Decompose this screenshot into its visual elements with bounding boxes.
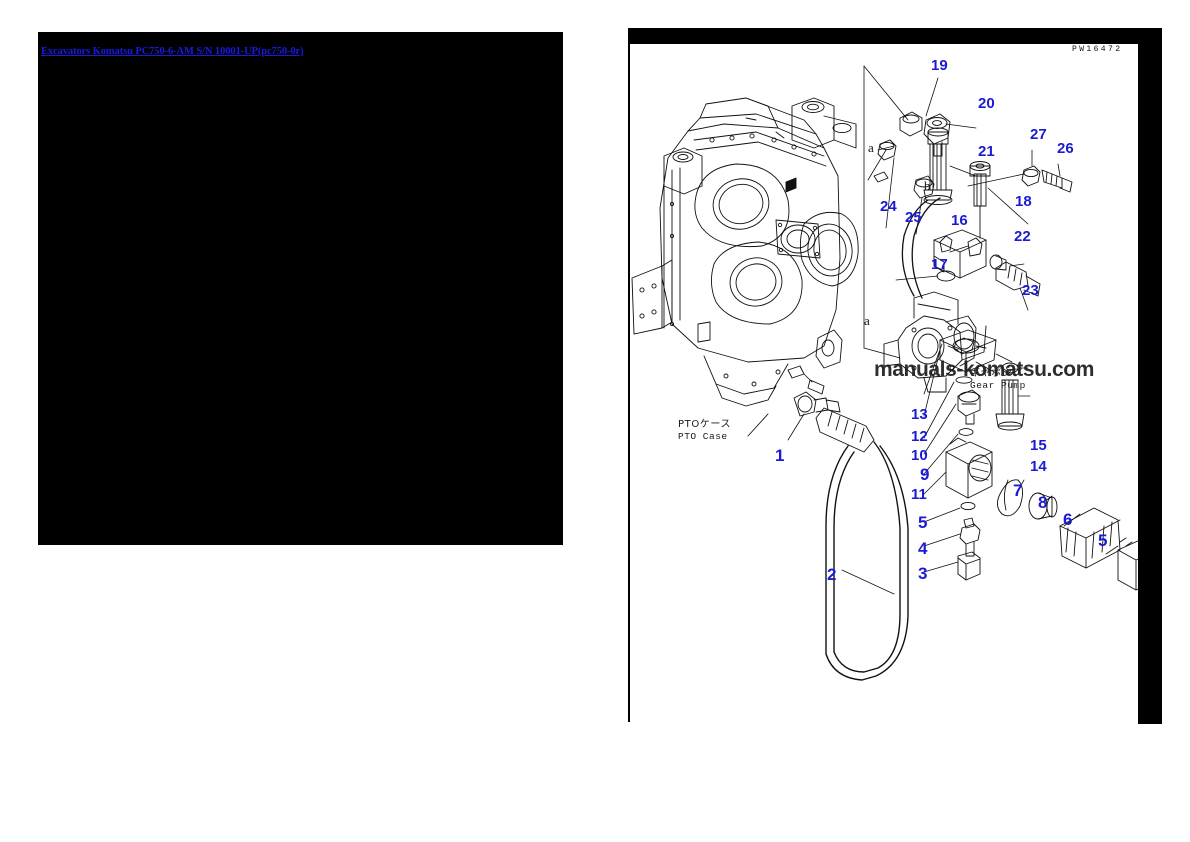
callout-number: 21 [978,143,995,160]
ref-letter-a-body: a [864,313,870,328]
gear-pump-label-jp: ギヤポンプ [970,368,1023,379]
callout-number: 12 [911,428,928,445]
gear-pump-graphic [883,291,987,393]
part-13-graphic [939,329,997,373]
callout-number: 15 [1030,437,1047,454]
callout-number: 19 [931,57,948,74]
part-8-graphic [1028,492,1058,520]
part-15-graphic [1001,362,1019,374]
part-9-oring-graphic [958,428,974,436]
callout-number: 2 [827,565,837,584]
part-22-graphic [989,254,1007,271]
callout-number: 20 [978,95,995,112]
part-2-hose-graphic [815,407,909,681]
part-14-bolt-graphic [995,379,1025,431]
callout-number: 16 [951,212,968,229]
ref-letter-a-left: a [868,140,874,155]
sheet-top-band [628,28,1162,44]
callout-number: 17 [931,256,948,273]
part-18-bolt-graphic [969,161,991,239]
catalog-title-link[interactable]: Excavators Komatsu PC750-6-AM S/N 10001-… [41,46,304,57]
part-16-bracket-graphic [933,229,987,279]
gear-pump-label-en: Gear Pump [970,380,1026,391]
parts-diagram-sheet: PTOケース PTO Case ギヤポンプ Gear Pump a a b [628,28,1162,724]
callout-number: 9 [920,465,930,484]
part-12-graphic [955,376,973,384]
callout-number: 5 [1098,531,1108,550]
callout-number: 10 [911,447,928,464]
case-bolt-detail-graphic [873,171,889,183]
callout-number: 13 [911,406,928,423]
callout-number: 1 [775,446,785,465]
part-3-graphic [957,551,981,581]
callout-number: 5 [918,513,928,532]
part-1-graphic [793,391,841,417]
parts-diagram-drawing [631,65,1159,681]
pto-case-graphic [631,97,859,407]
part-24-graphic [877,139,897,161]
part-4-graphic [959,517,981,557]
callout-number: 3 [918,564,928,583]
ref-letter-b: b [924,178,931,193]
callout-number: 7 [1013,481,1023,500]
part-27-graphic [1021,165,1041,187]
callout-number: 18 [1015,193,1032,210]
catalog-preview-panel: Excavators Komatsu PC750-6-AM S/N 10001-… [38,32,563,545]
part-21-bolt-graphic [923,127,953,205]
callout-number: 24 [880,198,897,215]
callout-number: 22 [1014,228,1031,245]
part-23-graphic [995,261,1041,297]
case-bottom-bolt-graphic [787,365,825,395]
callout-number: 27 [1030,126,1047,143]
callout-number: 25 [905,209,922,226]
pto-case-label-jp: PTOケース [678,419,732,430]
part-6-graphic [1059,507,1121,569]
callout-number: 6 [1063,510,1073,529]
part-26-graphic [1041,169,1073,193]
part-11-graphic [945,437,993,499]
callout-number: 14 [1030,458,1047,475]
callout-number: 8 [1038,493,1048,512]
sheet-left-rule [628,44,630,722]
part-10-graphic [957,389,981,425]
part-7-graphic [997,479,1023,517]
sheet-right-band [1138,28,1162,724]
callout-number: 26 [1057,140,1074,157]
callout-number: 23 [1022,282,1039,299]
sheet-code-label: PW16472 [1072,45,1123,54]
pto-case-label-en: PTO Case [678,431,728,442]
part-19-graphic [899,111,923,137]
callout-number: 11 [911,486,927,503]
part-5-oring-graphic [960,501,976,511]
part-25-graphic [913,175,935,199]
callout-number: 4 [918,539,928,558]
